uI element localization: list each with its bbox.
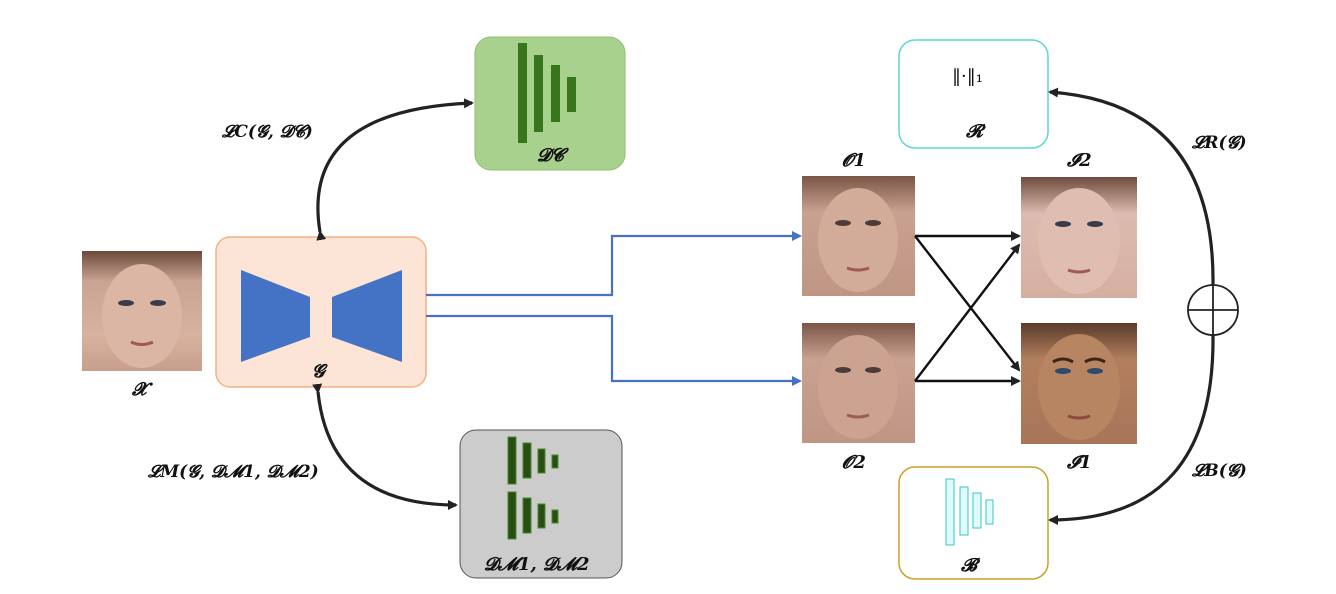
manipulation-label: 𝓓𝓜1, 𝓓𝓜2 xyxy=(484,554,590,575)
arrow-generator-to-o2 xyxy=(426,314,802,386)
loss-manipulation-label: 𝓛M(𝓖, 𝓓𝓜1, 𝓓𝓜2) xyxy=(147,462,319,482)
bias-block xyxy=(898,466,1049,580)
reconstruction-block xyxy=(898,39,1049,149)
face-label-i1: 𝓘1 xyxy=(1066,452,1092,473)
loss-bias-label: 𝓛B(𝓖) xyxy=(1191,461,1247,481)
arrow-generator-to-o1 xyxy=(426,231,802,297)
decoder-shape xyxy=(332,270,402,362)
arrow-reconstruction-loss xyxy=(1048,87,1218,294)
encoder-shape xyxy=(241,270,310,362)
sum-node-icon xyxy=(1187,284,1239,336)
reconstruction-label: 𝓡 xyxy=(965,121,986,142)
face-label-i2: 𝓘2 xyxy=(1066,150,1092,171)
arrow-o1-to-i1 xyxy=(914,235,1021,372)
manipulation-discriminators-block xyxy=(459,429,623,579)
classifier-label: 𝓓𝓒 xyxy=(537,145,570,166)
generator-block xyxy=(215,236,427,388)
bias-label: 𝓑 xyxy=(960,555,981,576)
classifier-discriminator-block xyxy=(474,36,626,171)
target-face-i1 xyxy=(1021,323,1137,444)
reconstruction-formula: ‖·‖₁ xyxy=(952,66,983,87)
target-face-i2 xyxy=(1021,177,1137,298)
face-label-o2: 𝓞2 xyxy=(842,452,866,473)
arrow-bias-loss xyxy=(1048,326,1218,525)
output-face-o2 xyxy=(802,323,915,443)
input-face-image xyxy=(82,251,202,371)
loss-reconstruction-label: 𝓛R(𝓖) xyxy=(1191,133,1247,153)
generator-label: 𝓖 xyxy=(312,361,328,382)
face-label-o1: 𝓞1 xyxy=(842,150,866,171)
loss-classification-label: 𝓛C(𝓖, 𝓓𝓒) xyxy=(221,122,313,142)
arrow-classification-loss xyxy=(316,98,474,241)
output-face-o1 xyxy=(802,176,915,296)
arrow-manipulation-loss xyxy=(312,383,458,510)
input-label: 𝓧 xyxy=(131,379,154,400)
arrow-o2-to-i2 xyxy=(914,243,1021,382)
